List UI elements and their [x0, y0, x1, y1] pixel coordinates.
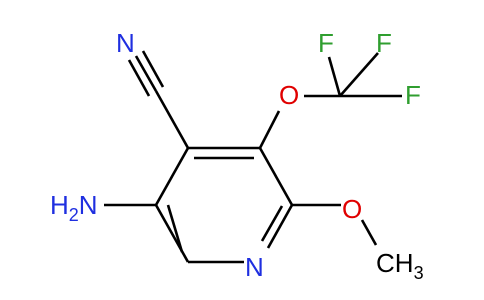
bond-o-ch3: [360, 219, 378, 246]
methyl-ch: CH: [376, 248, 414, 278]
atom-methyl-label: CH3: [376, 248, 424, 283]
bond-cf3-f-top: [327, 56, 342, 97]
methyl-subscript: 3: [414, 263, 424, 283]
bonds: [104, 50, 402, 264]
atom-n-ring: N: [245, 252, 264, 282]
bond-cf3-f-right: [339, 52, 379, 97]
bond-cn-triple-3: [141, 50, 165, 88]
atom-n-nitrile: N: [116, 28, 135, 58]
atom-o-ether: O: [279, 80, 299, 110]
bond-cn-triple-1: [134, 55, 158, 92]
atom-labels: F F F O N O N H2N CH3: [50, 28, 424, 283]
atom-f-top: F: [318, 28, 334, 58]
bond-c6-c5-inner: [166, 204, 184, 253]
bond-c6-c5: [154, 204, 190, 263]
atom-f-right: F: [376, 28, 392, 58]
bond-cn-triple-2: [127, 59, 151, 97]
amino-n: N: [79, 190, 98, 220]
bond-c2-n1: [266, 204, 294, 249]
bond-c3-c2: [258, 147, 294, 206]
atom-amino-label: H2N: [50, 190, 98, 225]
bond-c5-c4: [154, 147, 190, 206]
amino-subscript: 2: [69, 205, 79, 225]
bond-c3-o: [258, 110, 281, 149]
atom-o-methoxy: O: [342, 194, 362, 224]
amino-h: H: [50, 190, 69, 220]
atom-f-left: F: [405, 80, 421, 110]
bond-c2-n1-inner: [260, 205, 284, 242]
bond-c4-cn: [154, 90, 190, 149]
